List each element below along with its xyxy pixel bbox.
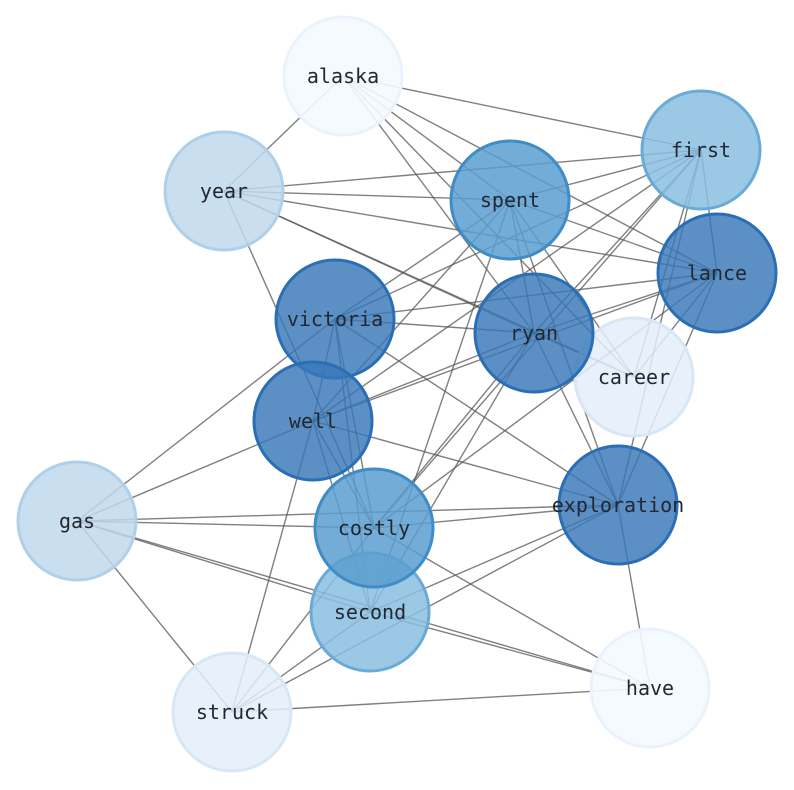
- node-circle: [656, 212, 778, 334]
- node-label-gas: gas: [59, 509, 95, 533]
- node-label-ryan: ryan: [510, 321, 558, 345]
- node-gas[interactable]: [16, 460, 138, 582]
- node-well[interactable]: [252, 360, 374, 482]
- node-label-exploration: exploration: [552, 493, 684, 517]
- node-costly[interactable]: [313, 467, 435, 589]
- node-ryan[interactable]: [473, 272, 595, 394]
- node-label-alaska: alaska: [307, 64, 379, 88]
- edge-lance-costly: [373, 272, 718, 529]
- node-label-spent: spent: [480, 188, 540, 212]
- node-label-second: second: [334, 600, 406, 624]
- node-lance[interactable]: [656, 212, 778, 334]
- node-struck[interactable]: [171, 651, 293, 773]
- node-alaska[interactable]: [282, 15, 404, 137]
- node-have[interactable]: [589, 627, 711, 749]
- node-circle: [16, 460, 138, 582]
- node-circle: [640, 89, 762, 211]
- node-exploration[interactable]: [557, 444, 679, 566]
- nodes-layer: alaska have career struck year gas first second…: [16, 15, 778, 773]
- node-circle: [313, 467, 435, 589]
- node-label-lance: lance: [687, 261, 747, 285]
- node-label-victoria: victoria: [287, 307, 383, 331]
- edge-have-struck: [231, 687, 651, 713]
- node-circle: [473, 272, 595, 394]
- node-circle: [171, 651, 293, 773]
- node-first[interactable]: [640, 89, 762, 211]
- node-circle: [282, 15, 404, 137]
- node-label-have: have: [626, 676, 674, 700]
- node-label-year: year: [200, 179, 248, 203]
- node-circle: [449, 139, 571, 261]
- node-label-struck: struck: [196, 700, 268, 724]
- node-circle: [589, 627, 711, 749]
- node-label-well: well: [289, 409, 337, 433]
- node-label-costly: costly: [338, 516, 410, 540]
- node-year[interactable]: [163, 130, 285, 252]
- node-label-first: first: [671, 138, 731, 162]
- node-circle: [163, 130, 285, 252]
- node-circle: [252, 360, 374, 482]
- node-circle: [557, 444, 679, 566]
- node-label-career: career: [598, 365, 670, 389]
- node-spent[interactable]: [449, 139, 571, 261]
- edge-alaska-first: [342, 75, 702, 151]
